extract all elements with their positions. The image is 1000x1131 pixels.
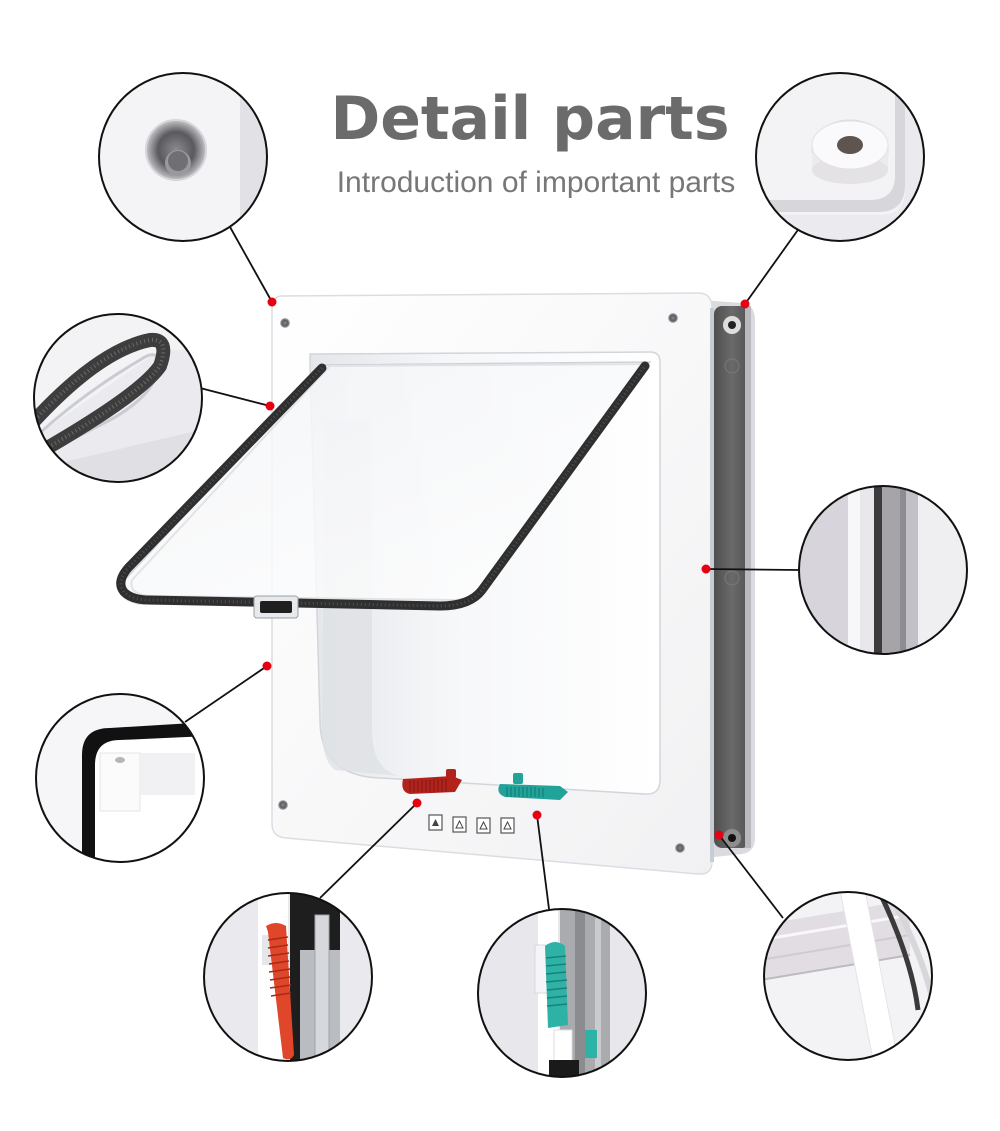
page-subtitle: Introduction of important parts: [336, 166, 736, 199]
marker-dot: [740, 299, 750, 309]
red-lock-slider[interactable]: [402, 769, 462, 794]
marker-dots: [262, 297, 750, 840]
callout-teal-lock[interactable]: [475, 905, 655, 1085]
screw-holes: [278, 313, 685, 853]
callout-red-lock[interactable]: [200, 890, 380, 1070]
marker-dot: [262, 661, 272, 671]
callout-tunnel-rail[interactable]: [760, 890, 940, 1070]
marker-dot: [265, 401, 275, 411]
marker-dot: [412, 798, 422, 808]
marker-dot: [532, 810, 542, 820]
marker-dot: [714, 830, 724, 840]
callout-brush-seal[interactable]: [30, 310, 210, 490]
page-title: Detail parts: [330, 84, 730, 154]
open-flap: [116, 361, 652, 619]
lock-all-icon: [428, 814, 443, 831]
callout-tunnel-seal[interactable]: [795, 485, 978, 665]
open-both-icon: [500, 817, 515, 834]
lock-mode-icons: [428, 814, 515, 834]
marker-dot: [701, 564, 711, 574]
leader-lines: [184, 226, 801, 919]
in-only-icon: [452, 816, 467, 833]
callout-screw-hole[interactable]: [90, 65, 280, 255]
callout-screw-post[interactable]: [750, 65, 940, 255]
teal-lock-slider[interactable]: [498, 773, 568, 800]
pet-door: [116, 292, 755, 875]
marker-dot: [267, 297, 277, 307]
callout-flap-corner[interactable]: [30, 690, 210, 870]
out-only-icon: [476, 817, 491, 834]
